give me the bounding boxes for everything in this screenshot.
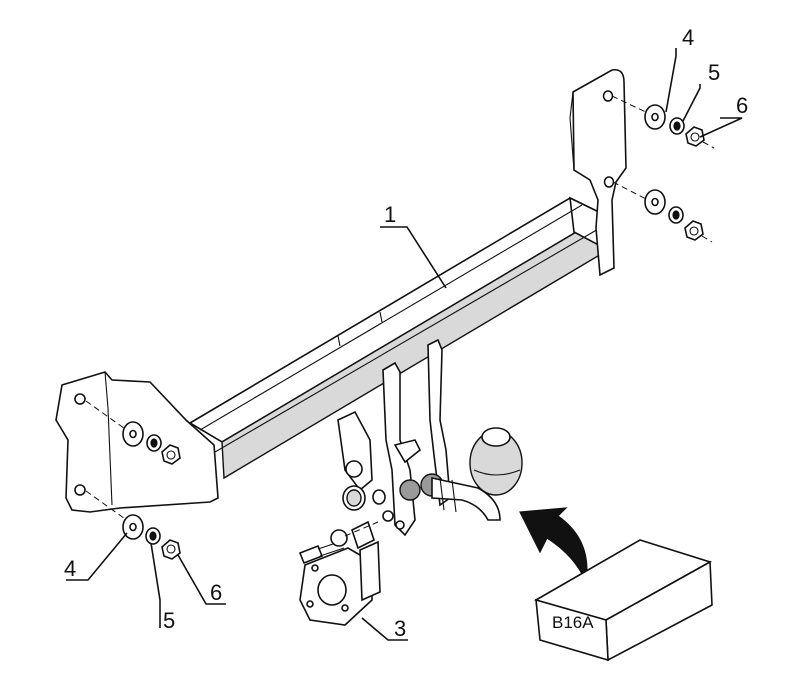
callout-6-top: 6 bbox=[736, 93, 748, 118]
tow-ball bbox=[431, 427, 523, 521]
callout-3: 3 bbox=[394, 616, 406, 641]
callout-5-top: 5 bbox=[708, 60, 720, 85]
socket-bracket bbox=[298, 520, 381, 626]
left-side-bracket bbox=[55, 371, 219, 522]
fasteners-top bbox=[644, 104, 715, 243]
leader-lines bbox=[66, 48, 743, 641]
callout-5-bottom: 5 bbox=[163, 608, 175, 633]
direction-arrow bbox=[519, 507, 588, 585]
vehicle-code-label: B16A bbox=[552, 613, 594, 632]
cross-beam bbox=[188, 196, 609, 480]
vehicle-code-box: B16A bbox=[533, 539, 713, 662]
callout-1: 1 bbox=[384, 202, 396, 227]
right-side-bracket bbox=[569, 68, 651, 277]
fasteners-bottom bbox=[122, 421, 181, 560]
callout-4-bottom: 4 bbox=[64, 556, 76, 581]
callout-6-bottom: 6 bbox=[210, 580, 222, 605]
callout-4-top: 4 bbox=[682, 25, 694, 50]
callout-labels: 1 4 5 6 4 5 6 3 bbox=[64, 25, 748, 641]
